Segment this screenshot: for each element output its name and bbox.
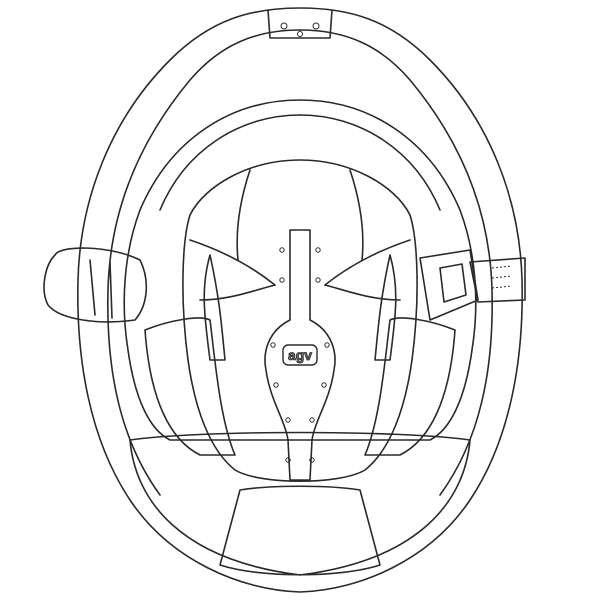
helmet-shell <box>77 7 523 593</box>
right-cheek-pad <box>364 317 456 456</box>
chin-strap-buckle <box>419 249 526 321</box>
left-strap-tab <box>43 247 148 323</box>
crown-liner <box>182 159 418 483</box>
neck-roll-mesh <box>219 485 381 576</box>
left-cheek-pad <box>144 317 236 456</box>
liner-center-ridge <box>264 229 336 481</box>
svg-text:agv: agv <box>288 347 312 363</box>
agv-logo: agv <box>282 344 318 366</box>
comfort-ring <box>123 99 477 441</box>
shell-inner-rim <box>107 29 301 496</box>
visor-mechanism <box>267 9 333 39</box>
neck-roll <box>129 431 471 576</box>
